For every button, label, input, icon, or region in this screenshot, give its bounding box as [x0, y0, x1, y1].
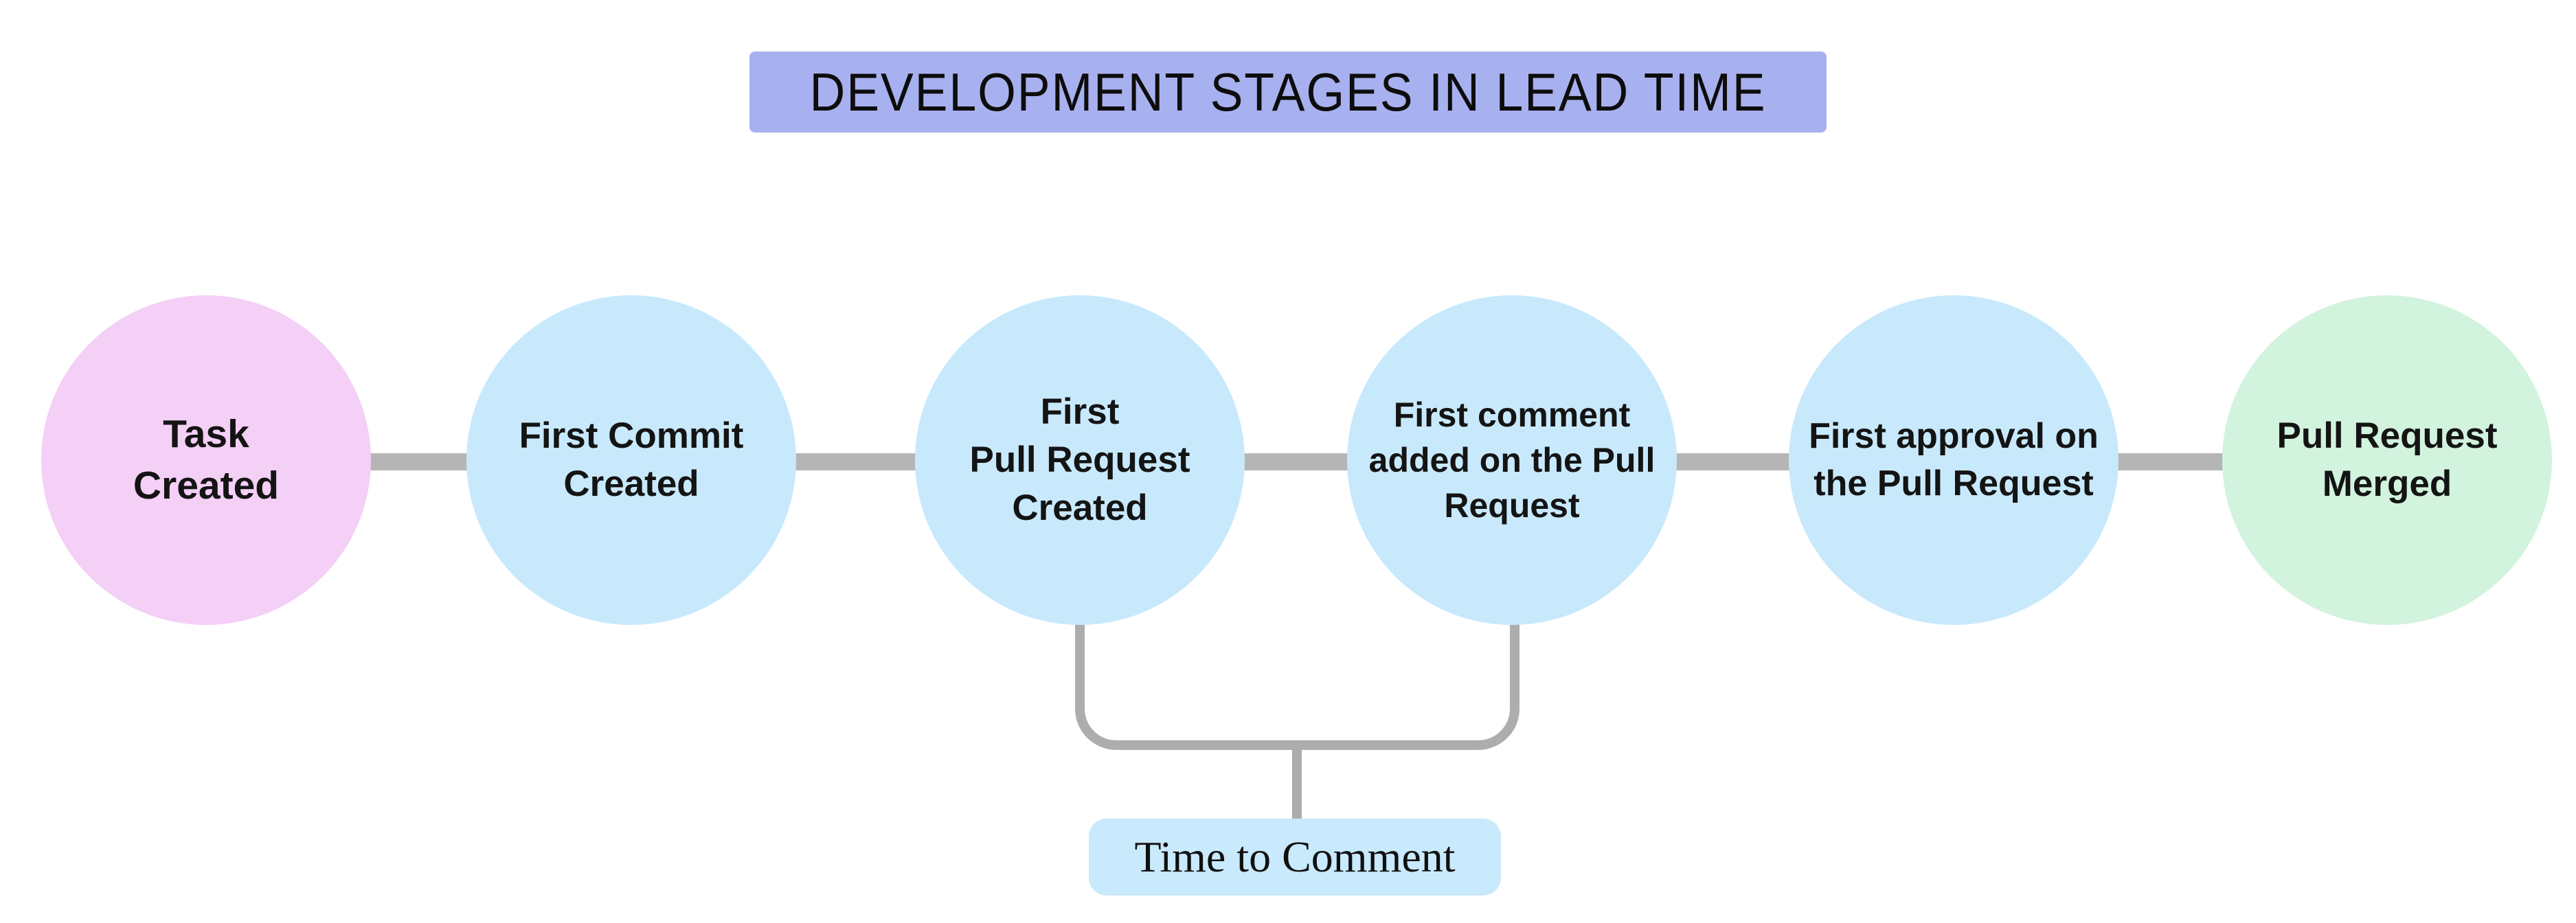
stage-label: First Commit Created [519, 415, 744, 504]
stage-label: First approval on the Pull Request [1809, 416, 2099, 503]
stage-label: First Pull Request Created [969, 391, 1190, 528]
stage-first-approval: First approval on the Pull Request [1789, 295, 2119, 625]
stage-label: First comment added on the Pull Request [1368, 396, 1656, 525]
diagram-title: DEVELOPMENT STAGES IN LEAD TIME [809, 61, 1767, 122]
stage-first-comment-added: First comment added on the Pull Request [1347, 295, 1677, 625]
time-to-comment-label: Time to Comment [1134, 832, 1456, 881]
diagram-title-banner: DEVELOPMENT STAGES IN LEAD TIME [749, 52, 1827, 133]
stage-pull-request-merged: Pull Request Merged [2222, 295, 2552, 625]
time-to-comment-bracket-stem [1292, 749, 1302, 823]
time-to-comment-badge: Time to Comment [1089, 819, 1501, 896]
stage-first-commit-created: First Commit Created [466, 295, 796, 625]
stage-label: Task Created [133, 411, 280, 508]
stage-label: Pull Request Merged [2276, 415, 2498, 504]
time-to-comment-bracket [1075, 622, 1519, 750]
stage-task-created: Task Created [41, 295, 371, 625]
stage-first-pull-request-created: First Pull Request Created [915, 295, 1245, 625]
